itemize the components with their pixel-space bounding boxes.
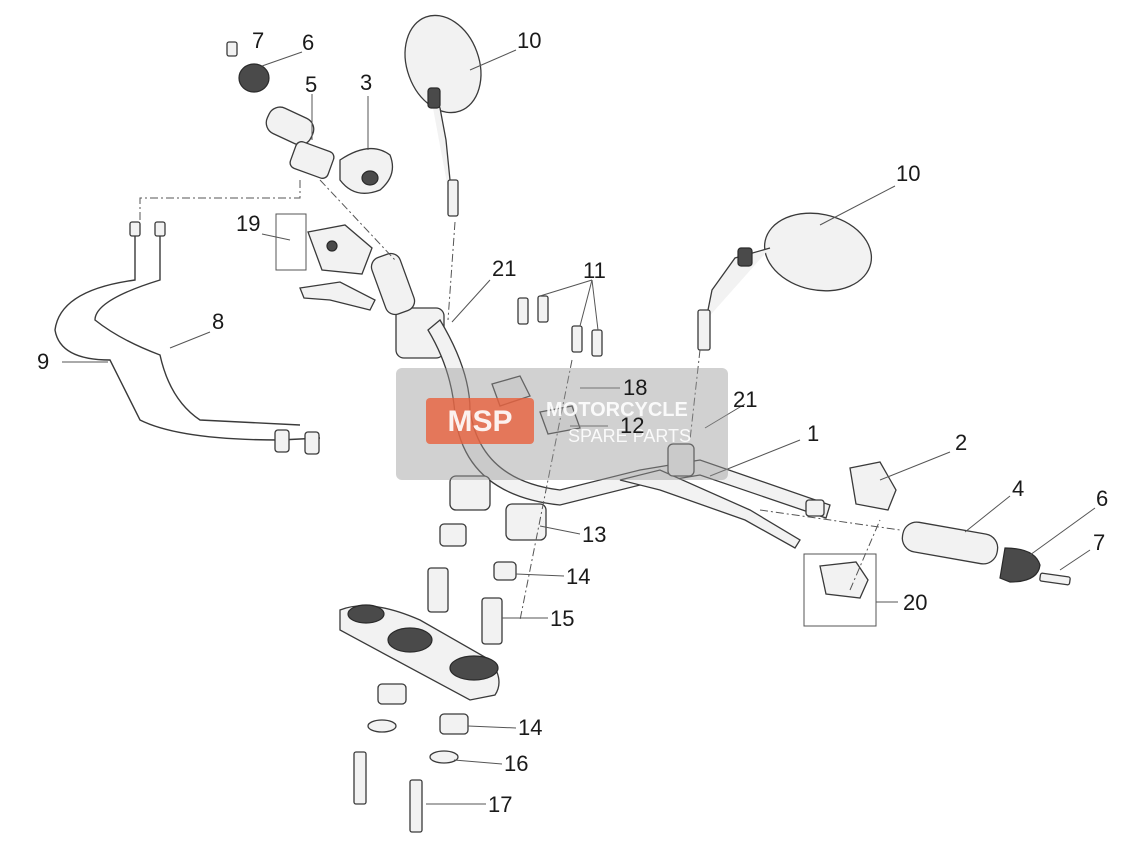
assembly-axes xyxy=(139,179,901,621)
right-lever-assembly xyxy=(619,443,801,549)
callout-10-left: 10 xyxy=(517,28,541,53)
risers xyxy=(427,475,547,645)
right-grip-and-end-weight xyxy=(901,521,1071,586)
callout-9: 9 xyxy=(37,349,49,374)
cables xyxy=(54,221,321,455)
callout-5: 5 xyxy=(305,72,317,97)
callout-14-lower: 14 xyxy=(518,715,542,740)
callout-3: 3 xyxy=(360,70,372,95)
clamp-bolts xyxy=(517,295,603,357)
callout-7-right: 7 xyxy=(1093,530,1105,555)
right-switch-housing xyxy=(803,461,897,627)
callout-19: 19 xyxy=(236,211,260,236)
right-mirror xyxy=(697,212,873,351)
callout-6: 6 xyxy=(302,30,314,55)
callouts: 7 6 5 3 10 10 19 21 11 8 9 18 21 12 1 2 … xyxy=(37,28,1108,817)
callout-21-left: 21 xyxy=(492,256,516,281)
callout-11: 11 xyxy=(583,258,606,283)
callout-20: 20 xyxy=(903,590,927,615)
callout-7: 7 xyxy=(252,28,264,53)
callout-13: 13 xyxy=(582,522,606,547)
callout-17: 17 xyxy=(488,792,512,817)
callout-16: 16 xyxy=(504,751,528,776)
callout-10-right: 10 xyxy=(896,161,920,186)
callout-4: 4 xyxy=(1012,476,1024,501)
watermark-logo-badge xyxy=(426,398,534,444)
callout-6-right: 6 xyxy=(1096,486,1108,511)
callout-18: 18 xyxy=(623,375,647,400)
watermark-line-2: SPARE PARTS xyxy=(568,426,691,446)
callout-2: 2 xyxy=(955,430,967,455)
watermark-line-1: MOTORCYCLE xyxy=(546,399,688,421)
callout-14-upper: 14 xyxy=(566,564,590,589)
callout-21-right: 21 xyxy=(733,387,757,412)
leader-lines xyxy=(62,49,1096,805)
watermark: MSP MOTORCYCLE SPARE PARTS xyxy=(396,368,728,480)
callout-12: 12 xyxy=(620,413,644,438)
callout-8: 8 xyxy=(212,309,224,334)
callout-15: 15 xyxy=(550,606,574,631)
callout-1: 1 xyxy=(807,421,819,446)
watermark-logo-text: MSP xyxy=(447,405,512,438)
left-mirror xyxy=(404,14,482,217)
left-grip-assembly xyxy=(226,41,394,194)
watermark-panel xyxy=(396,368,728,480)
left-switch-housing xyxy=(275,213,373,275)
triple-clamp xyxy=(339,604,500,833)
